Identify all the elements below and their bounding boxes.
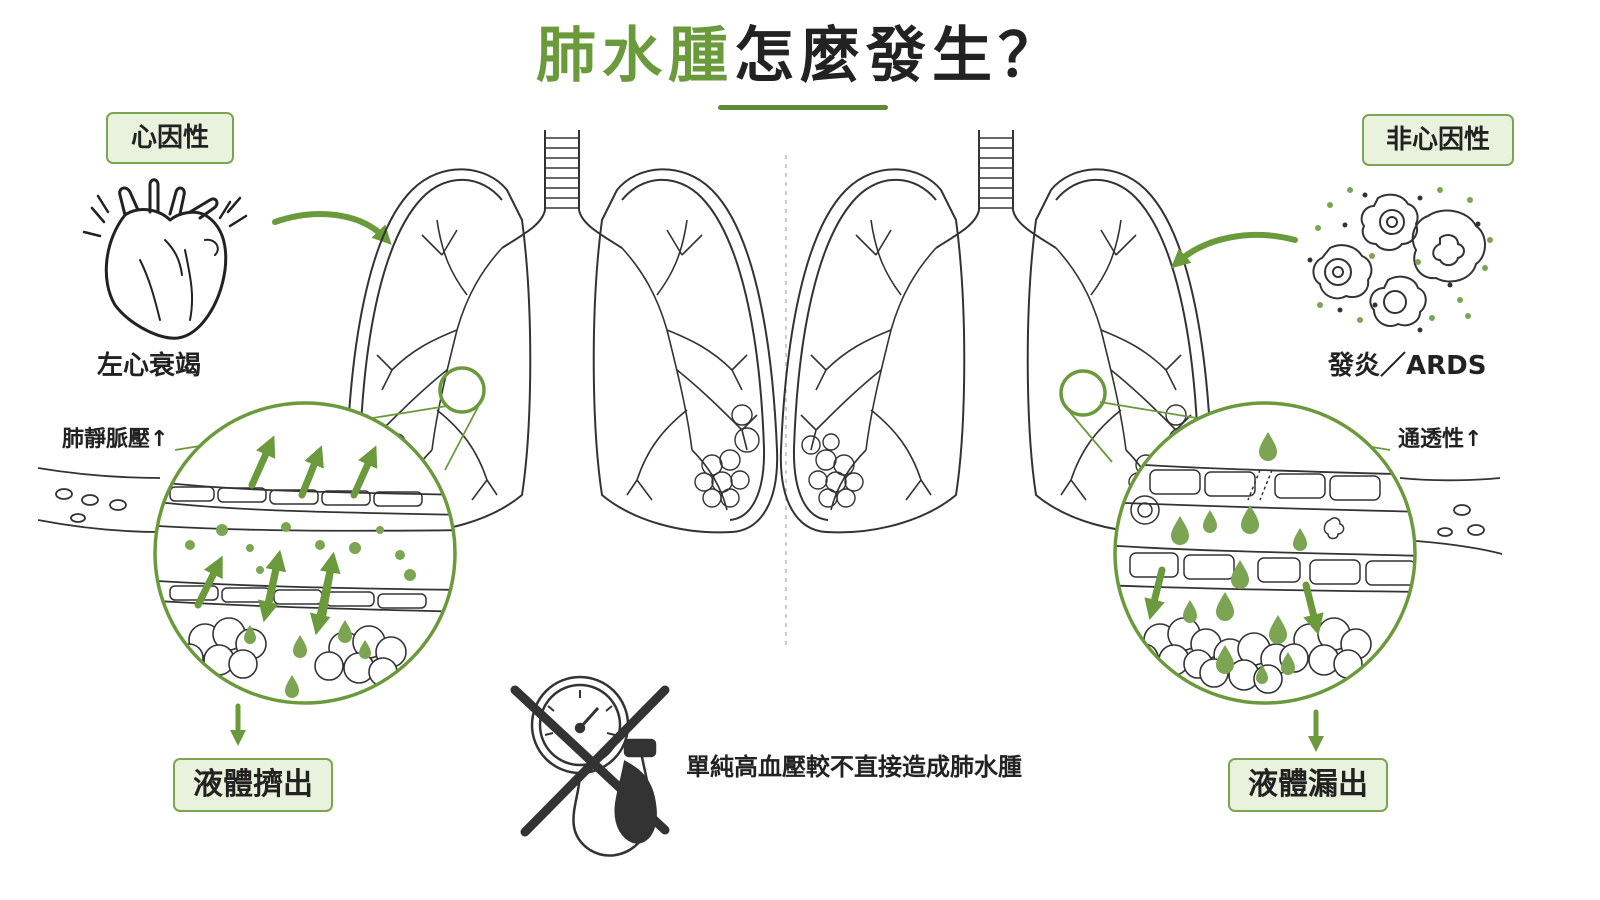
right-zoom-marker <box>1059 369 1107 417</box>
hypertension-note: 單純高血壓較不直接造成肺水腫 <box>686 753 1022 781</box>
heart-icon <box>82 178 248 340</box>
noncardiogenic-cause-label: 發炎／ARDS <box>1328 351 1487 381</box>
title-underline <box>718 105 888 110</box>
cross-icon <box>510 685 670 837</box>
right-zoom-line-a <box>1067 409 1113 463</box>
left-zoom-circle <box>153 401 457 705</box>
cardiogenic-cause-label: 左心衰竭 <box>97 351 202 381</box>
noncardiogenic-tag: 非心因性 <box>1362 114 1514 166</box>
left-vessel <box>37 467 161 533</box>
right-zoom-circle <box>1113 401 1417 705</box>
pulmonary-venous-pressure-label: 肺靜脈壓↑ <box>62 427 169 452</box>
title-rest: 怎麼發生？ <box>734 21 1064 91</box>
heart-to-lung-arrow <box>272 211 392 245</box>
title-highlight: 肺水腫 <box>536 21 734 91</box>
fluid-squeezed-out-tag: 液體擠出 <box>173 758 333 812</box>
cardiogenic-tag: 心因性 <box>106 112 234 164</box>
page-title: 肺水腫怎麼發生？ <box>0 16 1600 96</box>
left-zoom-marker <box>438 366 486 414</box>
inflammation-cells-icon <box>1307 187 1493 333</box>
permeability-label: 通透性↑ <box>1398 427 1483 452</box>
inflammation-to-lung-arrow <box>1170 232 1298 269</box>
fluid-leak-out-tag: 液體漏出 <box>1228 758 1388 812</box>
left-zoom-line-b <box>444 404 480 471</box>
